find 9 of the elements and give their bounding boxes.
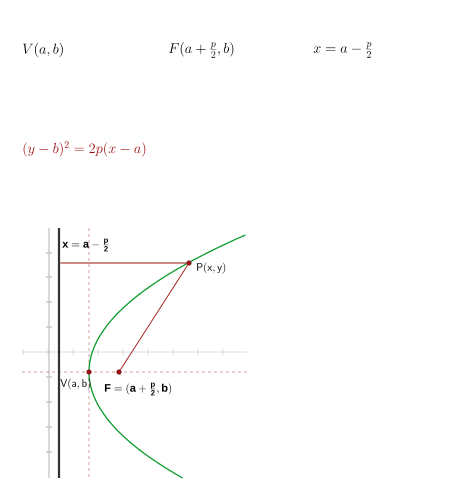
formula: $V(a,b)$	[22, 42, 63, 58]
point-label: $\mathsf{P(x,y)}$	[197, 262, 226, 274]
line-segment	[60, 262, 187, 264]
formula: $(y-b)^2=2p(x-a)$	[24, 141, 146, 157]
line-segment	[120, 264, 188, 370]
formula: $x=a-\frac{p}{2}$	[314, 42, 372, 58]
formula: $F(a+\frac{p}{2},b)$	[168, 42, 234, 58]
point-label: $\mathbf{x=a-\frac{p}{2}}$	[62, 238, 108, 252]
point-label: $\mathbf{F=(a+\frac{p}{2},b)}$	[104, 382, 172, 396]
